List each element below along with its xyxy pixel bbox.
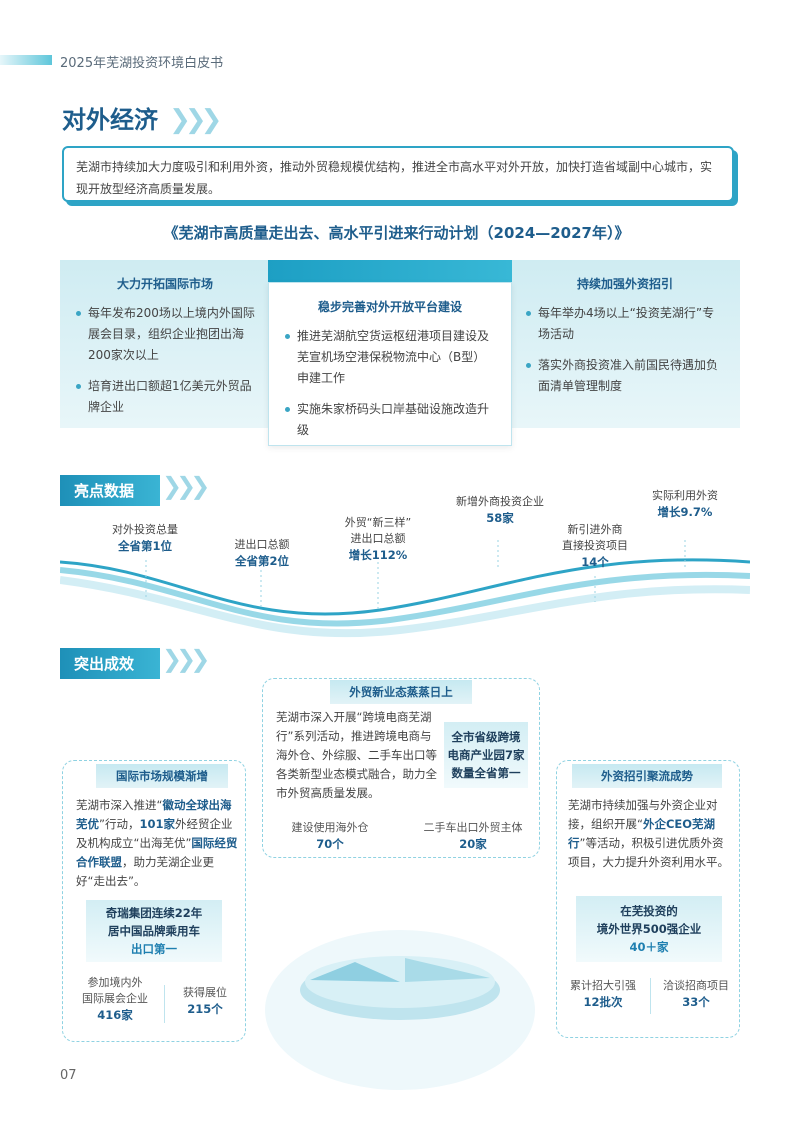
ribbon-left: 国际市场规模渐增 [96,764,228,788]
achievements-tab: 突出成效 [60,648,160,679]
stat-item: 获得展位 215个 [170,985,240,1018]
stat-label: 国际展会企业 [82,992,148,1005]
kpi-item: 新引进外商 直接投资项目 14个 [545,522,645,571]
stat-label: 累计招大引强 [570,979,636,992]
stat-item: 建设使用海外仓 70个 [270,820,390,853]
highlight-line: 40＋家 [629,940,669,954]
stat-value: 12批次 [583,995,623,1009]
achievement-left-text: 芜湖市深入推进“徽动全球出海芜优”行动，101家外经贸企业及机构成立“出海芜优”… [76,796,240,891]
document-title: 2025年芜湖投资环境白皮书 [60,56,224,71]
disc-graphic [265,930,535,1090]
kpi-value: 增长112% [348,548,408,562]
kpi-value: 增长9.7% [657,505,713,519]
kpi-item: 外贸“新三样” 进出口总额 增长112% [328,515,428,564]
plan-right-heading: 持续加强外资招引 [576,277,673,291]
highlights-tab: 亮点数据 [60,475,160,506]
page-number: 07 [60,1068,77,1083]
achievement-middle-text: 芜湖市深入开展“跨境电商芜湖行”系列活动，推进跨境电商与海外仓、外综服、二手车出… [276,710,437,800]
kpi-value: 58家 [486,511,514,525]
header-accent-bar [0,55,52,65]
stat-value: 70个 [316,837,344,851]
kpi-label: 进出口总额 [350,532,406,545]
chevron-right-icon: ❯❯❯ [162,472,210,500]
section-title-text: 对外经济 [62,106,158,134]
kpi-label: 外贸“新三样” [344,516,412,529]
kpi-label: 对外投资总量 [112,523,178,536]
plan-right-item: 每年举办4场以上“投资芜湖行”专场活动 [524,303,726,345]
plan-title: 《芜湖市高质量走出去、高水平引进来行动计划（2024—2027年）》 [163,224,630,242]
highlight-line: 奇瑞集团连续22年 [105,906,203,920]
chevron-right-icon: ❯❯❯ [162,645,210,673]
intro-paragraph: 芜湖市持续加大力度吸引和利用外资，推动外贸稳规模优结构，推进全市高水平对外开放，… [62,146,734,202]
kpi-label: 新增外商投资企业 [456,495,544,508]
kpi-item: 进出口总额 全省第2位 [212,537,312,570]
plan-left-heading: 大力开拓国际市场 [116,277,213,291]
achievement-right-highlight: 在芜投资的 境外世界500强企业 40＋家 [576,896,722,962]
stat-label: 建设使用海外仓 [291,821,369,834]
stat-value: 33个 [682,995,710,1009]
ribbon-right: 外资招引聚流成势 [572,764,722,788]
highlight-line: 电商产业园7家 [447,748,525,762]
text-run: ”等活动，积极引进优质外资项目，大力提升外资利用水平。 [568,836,729,869]
highlight-line: 居中国品牌乘用车 [108,924,200,938]
plan-panel-left: 大力开拓国际市场 每年发布200场以上境内外国际展会目录，组织企业抱团出海200… [60,260,270,428]
kpi-label: 直接投资项目 [562,539,628,552]
text-strong: 101家 [139,817,175,831]
stat-value: 215个 [187,1002,223,1016]
kpi-value: 14个 [581,555,609,569]
plan-panel-right: 持续加强外资招引 每年举办4场以上“投资芜湖行”专场活动 落实外商投资准入前国民… [510,260,740,428]
stat-value: 416家 [97,1008,133,1022]
kpi-item: 新增外商投资企业 58家 [440,494,560,527]
text-strong: 外企CEO芜湖行 [568,817,716,850]
plan-left-item: 培育进出口额超1亿美元外贸品牌企业 [74,376,256,418]
kpi-label: 进出口总额 [234,538,290,551]
achievement-left-highlight: 奇瑞集团连续22年 居中国品牌乘用车 出口第一 [86,900,222,962]
divider [164,985,165,1023]
plan-right-item: 落实外商投资准入前国民待遇加负面清单管理制度 [524,355,726,397]
highlight-line: 数量全省第一 [451,766,521,780]
plan-middle-item: 实施朱家桥码头口岸基础设施改造升级 [283,399,497,441]
kpi-value: 全省第1位 [117,539,172,553]
divider [650,978,651,1014]
kpi-label: 实际利用外资 [652,489,718,502]
kpi-value: 全省第2位 [234,554,289,568]
stat-item: 洽谈招商项目 33个 [654,978,738,1011]
plan-middle-heading: 稳步完善对外开放平台建设 [317,300,462,314]
text-strong: 徽动全球出海芜优 [76,798,232,831]
achievement-right-text: 芜湖市持续加强与外资企业对接，组织开展“外企CEO芜湖行”等活动，积极引进优质外… [568,796,732,872]
highlight-line: 在芜投资的 [620,904,678,918]
stat-item: 参加境内外 国际展会企业 416家 [70,975,160,1024]
highlight-line: 境外世界500强企业 [596,922,702,936]
kpi-item: 对外投资总量 全省第1位 [95,522,195,555]
stat-item: 二手车出口外贸主体 20家 [408,820,538,853]
ribbon-middle: 外贸新业态蒸蒸日上 [330,680,472,704]
plan-left-item: 每年发布200场以上境内外国际展会目录，组织企业抱团出海200家次以上 [74,303,256,366]
text-run: ”行动， [99,817,140,831]
stat-label: 获得展位 [183,986,227,999]
text-run: 芜湖市持续加强与外资企业对接，组织开展“ [568,798,718,831]
highlight-line: 全市省级跨境 [451,730,521,744]
plan-middle-top-band [268,260,512,284]
text-run: 芜湖市深入推进“ [76,798,163,812]
stat-label: 二手车出口外贸主体 [423,821,523,834]
text-strong: 国际经贸合作联盟 [76,836,238,869]
text-run: 外经贸企业及机构成立“出海芜优” [76,817,233,850]
plan-panel-middle: 稳步完善对外开放平台建设 推进芜湖航空货运枢纽港项目建设及芜宣机场空港保税物流中… [268,282,512,446]
highlight-line: 出口第一 [131,942,177,956]
plan-middle-item: 推进芜湖航空货运枢纽港项目建设及芜宣机场空港保税物流中心（B型）申建工作 [283,326,497,389]
chevron-right-icon: ❯❯❯ [169,105,222,135]
kpi-item: 实际利用外资 增长9.7% [635,488,735,521]
stat-label: 参加境内外 [87,976,143,989]
stat-item: 累计招大引强 12批次 [560,978,646,1011]
wave-graphic [60,540,750,638]
achievement-middle-highlight: 全市省级跨境 电商产业园7家 数量全省第一 [444,722,528,788]
stat-label: 洽谈招商项目 [663,979,729,992]
text-run: ，助力芜湖企业更好“走出去”。 [76,855,214,888]
section-title-foreign-economy: 对外经济 ❯❯❯ [62,100,222,135]
stat-value: 20家 [459,837,487,851]
kpi-label: 新引进外商 [567,523,623,536]
